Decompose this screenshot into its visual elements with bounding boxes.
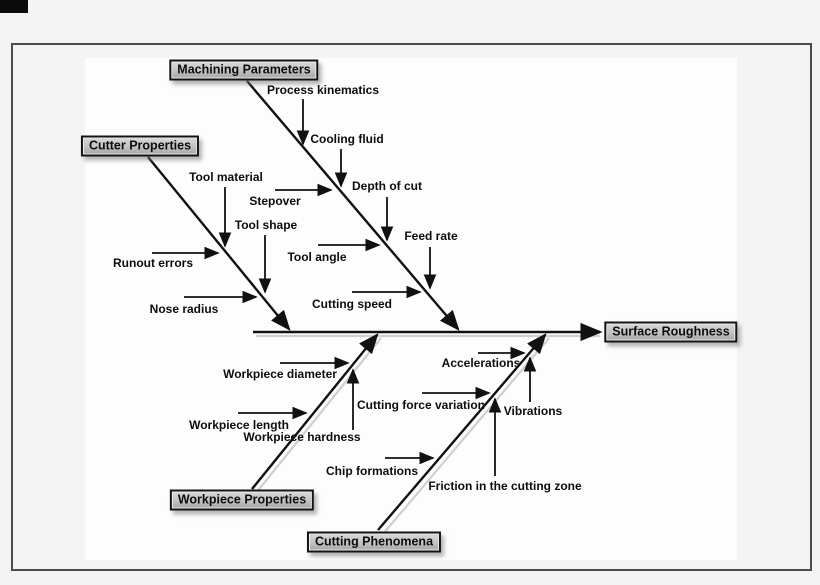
- cause-label-tool-angle: Tool angle: [287, 250, 347, 264]
- cause-label-accelerations: Accelerations: [441, 356, 521, 370]
- cause-label-chip-formations: Chip formations: [326, 464, 418, 478]
- bone-cutting-phenomena-tip: [527, 333, 547, 355]
- cause-label-nose-radius: Nose radius: [149, 302, 219, 316]
- cause-label-feed-rate: Feed rate: [404, 229, 458, 243]
- category-box-machining-parameters: Machining Parameters: [169, 59, 319, 81]
- bone-machining-parameters: [246, 80, 458, 329]
- category-box-cutter-properties: Cutter Properties: [80, 135, 200, 157]
- cause-arrows-cutter: [152, 187, 272, 304]
- bone-cutter-properties-tip: [271, 309, 291, 331]
- cause-label-stepover: Stepover: [249, 194, 301, 208]
- cause-label-tool-material: Tool material: [189, 170, 263, 184]
- category-box-workpiece-properties: Workpiece Properties: [169, 489, 315, 511]
- cause-arrows-machining: [275, 99, 437, 299]
- cause-label-workpiece-length: Workpiece length: [189, 418, 289, 432]
- cause-label-process-kinematics: Process kinematics: [266, 83, 380, 97]
- cause-arrows-workpiece: [238, 356, 360, 430]
- cause-label-cooling-fluid: Cooling fluid: [310, 132, 384, 146]
- cause-label-runout-errors: Runout errors: [112, 256, 194, 270]
- bone-machining-parameters-tip: [439, 309, 460, 331]
- cause-label-workpiece-hardness: Workpiece hardness: [243, 430, 361, 444]
- cause-arrows-phenomena: [385, 346, 537, 476]
- corner-mark: [0, 0, 28, 13]
- effect-box-surface-roughness: Surface Roughness: [604, 321, 738, 343]
- bone-cutter-properties: [147, 156, 289, 329]
- bone-workpiece-properties: [251, 335, 377, 490]
- bone-workpiece-properties-tip: [359, 333, 379, 355]
- cause-label-workpiece-diameter: Workpiece diameter: [223, 367, 337, 381]
- cause-label-cutting-force-variation: Cutting force variation: [356, 398, 486, 412]
- cause-label-tool-shape: Tool shape: [234, 218, 298, 232]
- cause-label-friction: Friction in the cutting zone: [428, 479, 582, 493]
- category-box-cutting-phenomena: Cutting Phenomena: [306, 531, 442, 553]
- figure-frame: [11, 43, 812, 571]
- bone-cutting-phenomena: [377, 335, 545, 531]
- category-bones: [147, 80, 547, 531]
- cause-label-depth-of-cut: Depth of cut: [352, 179, 422, 193]
- cause-label-vibrations: Vibrations: [503, 404, 563, 418]
- cause-label-cutting-speed: Cutting speed: [312, 297, 392, 311]
